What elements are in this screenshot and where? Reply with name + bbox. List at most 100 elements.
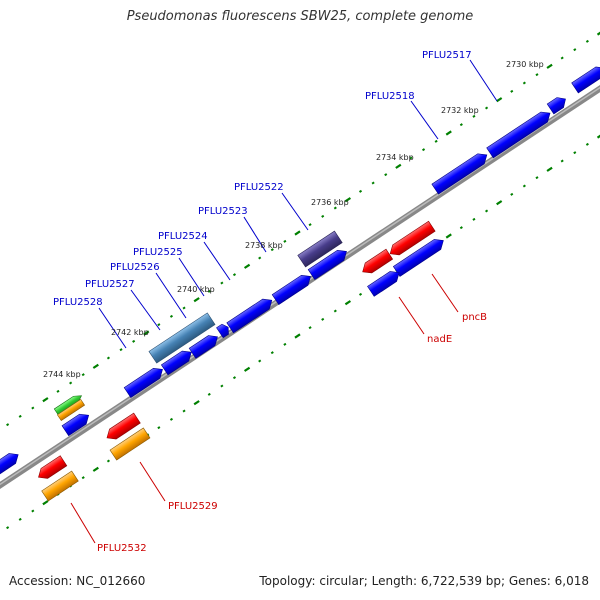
cds-feature[interactable] <box>0 450 21 479</box>
tick-mark <box>270 248 274 252</box>
gene-label-pflu2527[interactable]: PFLU2527 <box>85 279 135 290</box>
gene-label-pflu2522[interactable]: PFLU2522 <box>234 182 284 193</box>
cds-feature-pflu2529-red[interactable] <box>104 412 141 443</box>
kbp-label: 2730 kbp <box>506 60 544 69</box>
cds-feature[interactable] <box>546 94 569 115</box>
cds-feature[interactable] <box>188 332 221 359</box>
tick-mark <box>496 97 503 103</box>
cds-feature-pflu2526[interactable] <box>148 312 216 364</box>
kbp-label: 2734 kbp <box>376 153 414 162</box>
cds-feature-nade-blue[interactable] <box>367 268 403 297</box>
tick-mark <box>585 142 589 146</box>
tick-mark <box>220 281 224 285</box>
tick-mark <box>6 423 10 427</box>
tick-mark <box>308 223 312 227</box>
gene-label-pflu2532[interactable]: PFLU2532 <box>97 543 147 554</box>
tick-mark <box>421 148 426 152</box>
tick-mark <box>395 163 402 169</box>
cds-feature[interactable] <box>486 108 554 159</box>
cds-feature[interactable] <box>271 271 314 306</box>
label-connector <box>398 296 425 335</box>
label-connector <box>155 272 187 319</box>
tick-mark <box>546 63 553 69</box>
tick-mark <box>308 326 312 330</box>
tick-mark <box>143 330 150 336</box>
gene-label-pflu2526[interactable]: PFLU2526 <box>110 262 160 273</box>
tick-mark <box>18 414 22 418</box>
cds-feature-pncb[interactable] <box>387 220 436 259</box>
tick-mark <box>81 373 85 377</box>
tick-mark <box>560 159 564 163</box>
tick-mark <box>81 476 85 480</box>
cds-feature[interactable] <box>216 322 232 339</box>
tick-mark <box>384 173 388 177</box>
tick-mark <box>522 184 526 188</box>
tick-mark <box>42 397 49 403</box>
tick-mark <box>409 156 413 160</box>
tick-mark <box>6 526 10 530</box>
tick-mark <box>510 192 514 196</box>
cds-feature-pflu2529-orange[interactable] <box>109 427 151 461</box>
label-connector <box>243 216 267 253</box>
tick-mark <box>573 151 577 155</box>
tick-mark <box>472 217 476 221</box>
tick-mark <box>31 406 35 410</box>
gene-label-pflu2523[interactable]: PFLU2523 <box>198 206 248 217</box>
gene-label-pflu2525[interactable]: PFLU2525 <box>133 247 183 258</box>
tick-mark <box>232 273 237 277</box>
tick-mark <box>31 509 35 513</box>
tick-mark <box>106 356 110 360</box>
cds-feature[interactable] <box>307 246 350 281</box>
cds-feature[interactable] <box>571 63 600 94</box>
genome-summary-text: Topology: circular; Length: 6,722,539 bp… <box>259 574 589 588</box>
tick-mark <box>207 392 211 396</box>
label-connector <box>130 289 161 331</box>
tick-mark <box>445 130 452 136</box>
tick-mark <box>42 500 49 506</box>
gene-label-pflu2529[interactable]: PFLU2529 <box>168 501 218 512</box>
map-title: Pseudomonas fluorescens SBW25, complete … <box>126 9 474 24</box>
tick-mark <box>560 56 564 60</box>
cds-feature-pflu2522[interactable] <box>297 230 343 268</box>
cds-feature[interactable] <box>123 364 166 399</box>
tick-mark <box>344 197 352 203</box>
tick-mark <box>92 363 99 369</box>
gene-features <box>0 63 600 502</box>
tick-mark <box>106 459 110 463</box>
gene-label-pflu2528[interactable]: PFLU2528 <box>53 297 103 308</box>
cds-feature[interactable] <box>160 347 194 376</box>
cds-feature[interactable] <box>61 410 92 437</box>
cds-feature-pflu2532-red[interactable] <box>35 455 68 483</box>
gene-label-pflu2517[interactable]: PFLU2517 <box>422 50 472 61</box>
tick-mark <box>92 466 99 472</box>
tick-mark <box>182 409 186 413</box>
cds-feature-red[interactable] <box>359 248 394 277</box>
tick-mark <box>546 166 553 172</box>
label-connector <box>431 273 459 313</box>
gene-label-pflu2524[interactable]: PFLU2524 <box>158 231 208 242</box>
tick-mark <box>258 359 262 363</box>
tick-mark <box>445 233 452 239</box>
tick-mark <box>243 263 251 269</box>
tick-mark <box>193 297 200 303</box>
tick-mark <box>596 134 600 139</box>
tick-mark <box>169 314 174 318</box>
tick-mark <box>358 189 363 193</box>
gene-label-pflu2518[interactable]: PFLU2518 <box>365 91 415 102</box>
tick-mark <box>18 517 22 521</box>
tick-mark <box>294 230 301 236</box>
gene-label-nade[interactable]: nadE <box>427 334 452 345</box>
tick-mark <box>56 389 60 393</box>
kbp-label: 2732 kbp <box>441 106 479 115</box>
cds-feature[interactable] <box>226 295 275 334</box>
accession-text: Accession: NC_012660 <box>9 574 146 588</box>
tick-mark <box>157 426 161 430</box>
label-connector <box>178 257 205 297</box>
cds-feature-pflu2532-orange[interactable] <box>41 470 79 502</box>
cds-feature-small-orange[interactable] <box>56 398 86 422</box>
cds-feature[interactable] <box>431 150 490 195</box>
label-connectors <box>70 59 498 544</box>
gene-label-pncb[interactable]: pncB <box>462 312 487 323</box>
